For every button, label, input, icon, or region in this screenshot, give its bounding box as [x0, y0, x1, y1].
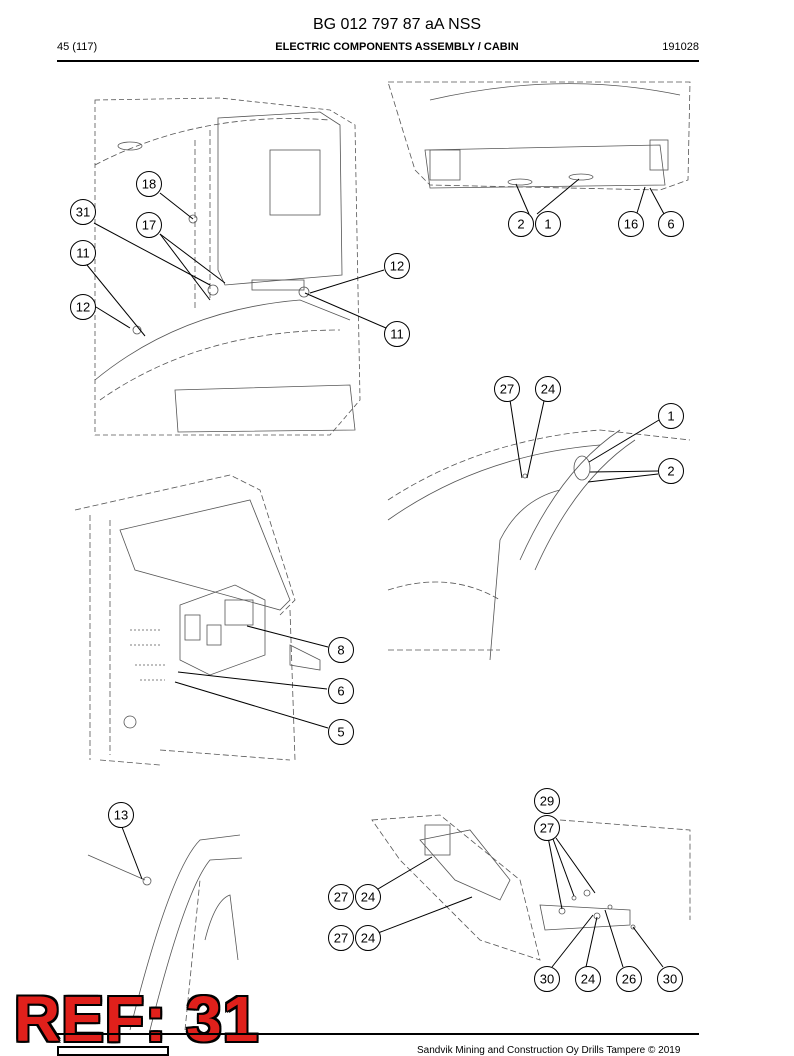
svg-text:27: 27	[500, 382, 514, 397]
svg-text:1: 1	[667, 409, 674, 424]
callout-18: 18	[136, 171, 162, 197]
callout-11: 11	[384, 321, 410, 347]
callout-1: 1	[658, 403, 684, 429]
svg-text:30: 30	[540, 972, 554, 987]
svg-text:27: 27	[540, 821, 554, 836]
section-title: ELECTRIC COMPONENTS ASSEMBLY / CABIN	[275, 41, 519, 53]
revision-date: 191028	[662, 41, 699, 53]
callout-2: 2	[658, 458, 684, 484]
callout-27: 27	[534, 815, 560, 841]
callout-30: 30	[534, 966, 560, 992]
svg-text:27: 27	[334, 931, 348, 946]
callout-24: 24	[355, 884, 381, 910]
document-id: BG 012 797 87 aA NSS	[312, 16, 482, 33]
view-roof-side	[387, 429, 691, 661]
callout-27: 27	[328, 884, 354, 910]
callout-12: 12	[384, 253, 410, 279]
svg-text:30: 30	[663, 972, 677, 987]
svg-text:13: 13	[114, 808, 128, 823]
svg-text:24: 24	[361, 931, 375, 946]
svg-text:6: 6	[337, 684, 344, 699]
callout-16: 16	[618, 211, 644, 237]
callout-26: 26	[616, 966, 642, 992]
svg-text:6: 6	[667, 217, 674, 232]
svg-text:17: 17	[142, 218, 156, 233]
svg-text:1: 1	[544, 217, 551, 232]
svg-text:24: 24	[581, 972, 595, 987]
callout-2: 2	[508, 211, 534, 237]
ref-stamp: REF: 31	[14, 983, 260, 1055]
callout-6: 6	[658, 211, 684, 237]
view-pillar-antenna	[87, 834, 243, 1031]
callout-17: 17	[136, 212, 162, 238]
view-roof-control-box	[94, 97, 361, 436]
callout-29: 29	[534, 788, 560, 814]
view-roof-front-edge	[387, 81, 691, 191]
svg-text:29: 29	[540, 794, 554, 809]
svg-text:5: 5	[337, 725, 344, 740]
callout-1: 1	[535, 211, 561, 237]
callout-24: 24	[575, 966, 601, 992]
callout-8: 8	[328, 637, 354, 663]
svg-text:11: 11	[76, 246, 90, 261]
svg-text:8: 8	[337, 643, 344, 658]
callout-11: 11	[70, 240, 96, 266]
svg-text:31: 31	[76, 205, 90, 220]
svg-text:12: 12	[76, 300, 90, 315]
svg-text:12: 12	[390, 259, 404, 274]
callout-27: 27	[494, 376, 520, 402]
view-roof-rail-underside	[371, 814, 691, 961]
callout-31: 31	[70, 199, 96, 225]
page-number: 45 (117)	[57, 41, 98, 53]
callout-27: 27	[328, 925, 354, 951]
copyright-text: Sandvik Mining and Construction Oy Drill…	[417, 1045, 681, 1056]
svg-text:26: 26	[622, 972, 636, 987]
callout-24: 24	[535, 376, 561, 402]
callout-6: 6	[328, 678, 354, 704]
footer-divider	[57, 1033, 699, 1035]
view-rear-frame-plate	[74, 474, 321, 766]
header-divider	[57, 60, 699, 62]
callout-5: 5	[328, 719, 354, 745]
svg-text:18: 18	[142, 177, 156, 192]
svg-text:24: 24	[361, 890, 375, 905]
brand-logo	[57, 1046, 169, 1056]
callout-24: 24	[355, 925, 381, 951]
svg-text:27: 27	[334, 890, 348, 905]
svg-text:11: 11	[390, 327, 404, 342]
svg-text:24: 24	[541, 382, 555, 397]
leader-lines	[86, 178, 665, 968]
svg-text:2: 2	[667, 464, 674, 479]
callout-13: 13	[108, 802, 134, 828]
callout-30: 30	[657, 966, 683, 992]
svg-text:2: 2	[517, 217, 524, 232]
svg-text:16: 16	[624, 217, 638, 232]
callout-12: 12	[70, 294, 96, 320]
